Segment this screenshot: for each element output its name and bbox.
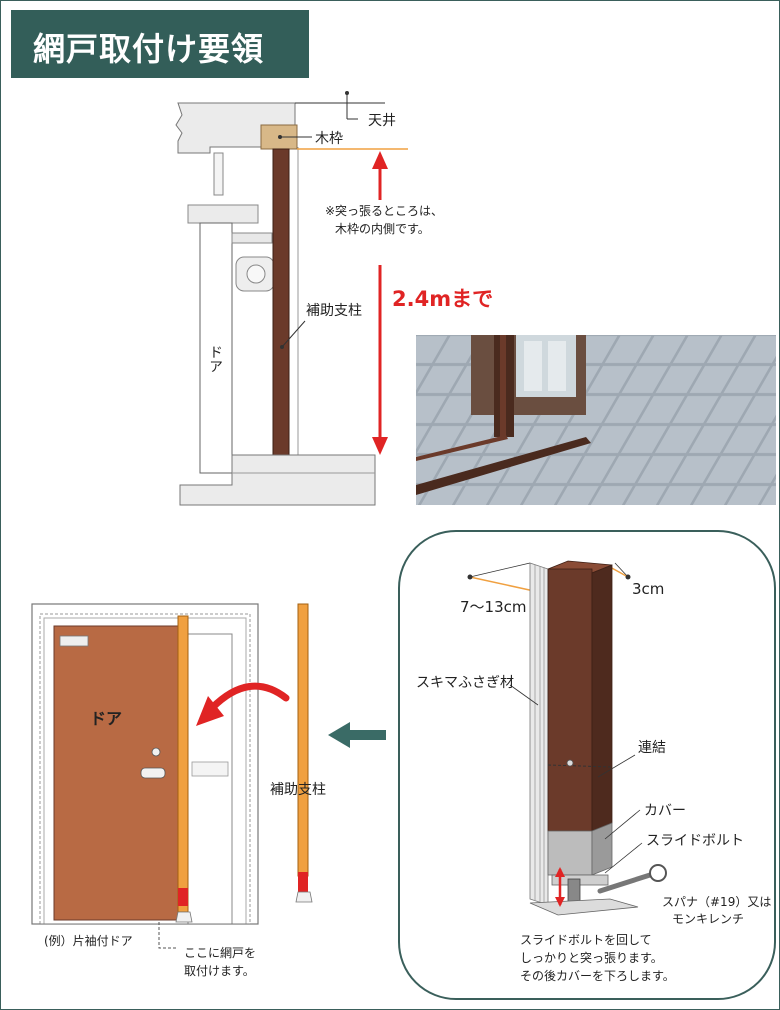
slide-bolt-label: スライドボルト xyxy=(646,833,744,849)
install-here-line-2: 取付けます。 xyxy=(184,964,255,978)
ceiling-label: 天井 xyxy=(368,113,396,129)
title-bar: 網戸取付け要領 xyxy=(11,10,309,78)
instruction-line-2: しっかりと突っ張ります。 xyxy=(520,951,663,965)
wood-frame-label: 木枠 xyxy=(315,131,343,147)
wrench-icon xyxy=(597,872,653,894)
note-line-1: ※突っ張るところは、 xyxy=(325,204,444,218)
install-here-line-1: ここに網戸を xyxy=(184,946,257,960)
depth-label: 3cm xyxy=(632,580,665,598)
width-range-label: 7〜13cm xyxy=(460,598,527,616)
gap-filler-label: スキマふさぎ材 xyxy=(416,675,514,691)
top-door-label: ドア xyxy=(207,345,223,373)
instruction-line-1: スライドボルトを回して xyxy=(520,933,652,947)
cover-part xyxy=(547,830,593,876)
installation-photo xyxy=(416,335,776,505)
max-height-label: 2.4mまで xyxy=(392,287,494,311)
example-label: (例）片袖付ドア xyxy=(44,934,133,948)
bottom-post-label: 補助支柱 xyxy=(270,782,326,798)
door-overview-diagram xyxy=(31,603,313,949)
joint-label: 連結 xyxy=(638,740,666,756)
cover-label: カバー xyxy=(644,803,686,819)
top-elevation-diagram xyxy=(175,91,408,506)
auxiliary-post xyxy=(272,148,290,456)
tool-line-1: スパナ（#19）又は xyxy=(662,895,772,909)
install-position-post xyxy=(177,615,189,913)
auxiliary-post-separate xyxy=(297,603,309,877)
page-title: 網戸取付け要領 xyxy=(33,30,265,68)
post-detail-diagram xyxy=(467,560,667,916)
tool-line-2: モンキレンチ xyxy=(672,912,745,926)
arrow-left-icon xyxy=(328,722,386,748)
bottom-door-label: ドア xyxy=(90,709,123,728)
instruction-line-3: その後カバーを下ろします。 xyxy=(520,969,675,983)
top-post-label: 補助支柱 xyxy=(306,303,362,319)
note-line-2: 木枠の内側です。 xyxy=(335,222,430,236)
